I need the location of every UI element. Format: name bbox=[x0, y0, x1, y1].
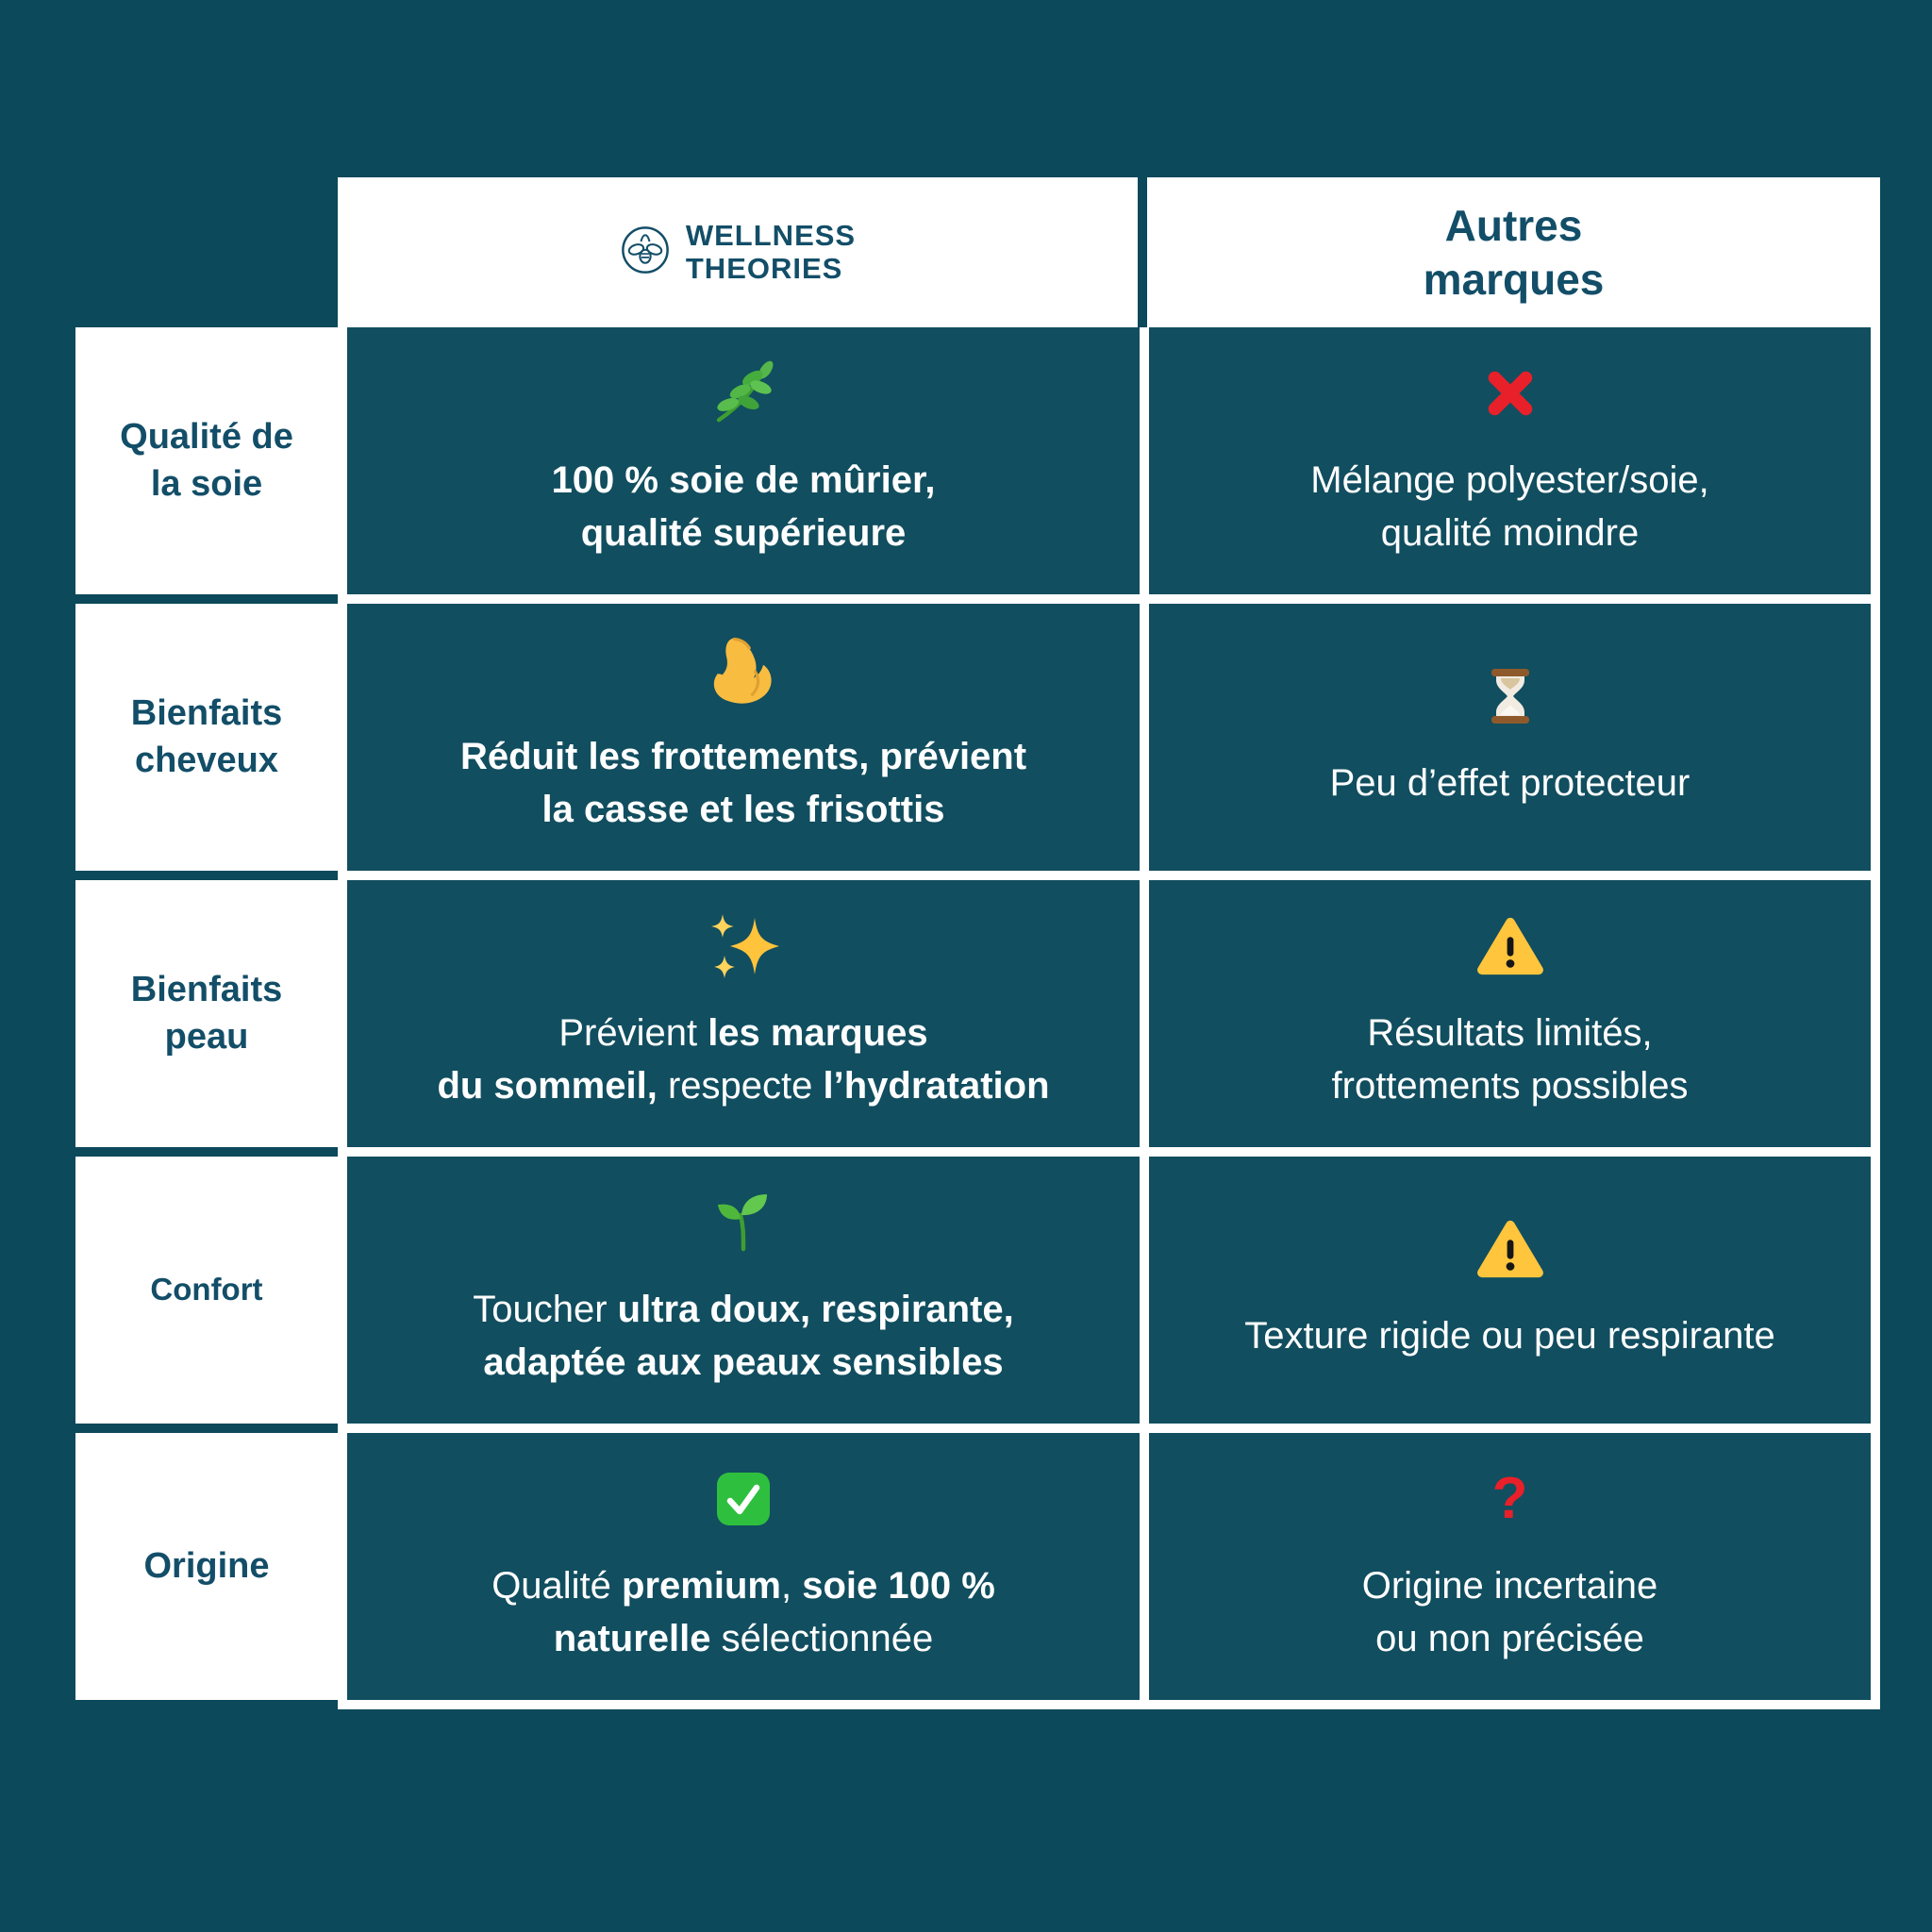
other-cell-skin-benefits: Résultats limités,frottements possibles bbox=[1149, 880, 1871, 1147]
cell-text: Mélange polyester/soie,qualité moindre bbox=[1310, 458, 1709, 554]
other-cell-comfort: Texture rigide ou peu respirante bbox=[1149, 1157, 1871, 1424]
brand-name-line1: WELLNESS bbox=[685, 218, 857, 252]
cell-text: Texture rigide ou peu respirante bbox=[1244, 1314, 1775, 1357]
brand-name-line2: THEORIES bbox=[685, 251, 843, 285]
other-cell-silk-quality: Mélange polyester/soie,qualité moindre bbox=[1149, 327, 1871, 594]
warning-icon bbox=[1475, 1209, 1545, 1289]
other-cell-hair-benefits: Peu d’effet protecteur bbox=[1149, 604, 1871, 871]
cell-text: 100 % soie de mûrier,qualité supérieure bbox=[551, 458, 936, 554]
seedling-icon bbox=[709, 1183, 777, 1262]
warning-icon bbox=[1475, 907, 1545, 986]
brand-cell-silk-quality: 100 % soie de mûrier,qualité supérieure bbox=[347, 327, 1140, 594]
brand-header-cell: WELLNESS THEORIES bbox=[338, 177, 1138, 327]
question-mark-icon: ? bbox=[1491, 1465, 1528, 1531]
bee-icon bbox=[620, 225, 671, 280]
wellness-theories-logo: WELLNESS THEORIES bbox=[620, 218, 857, 285]
herb-icon bbox=[707, 354, 780, 433]
flexed-biceps-icon bbox=[704, 630, 783, 709]
brand-cell-origin: Qualité premium, soie 100 %naturelle sél… bbox=[347, 1433, 1140, 1700]
sparkles-icon bbox=[704, 907, 783, 986]
row-label-origine: Origine bbox=[75, 1433, 338, 1700]
hourglass-icon bbox=[1480, 657, 1541, 736]
check-mark-button-icon bbox=[713, 1459, 774, 1539]
brand-cell-comfort: Toucher ultra doux, respirante,adaptée a… bbox=[347, 1157, 1140, 1424]
cell-text: Toucher ultra doux, respirante,adaptée a… bbox=[473, 1288, 1014, 1383]
cross-mark-icon bbox=[1481, 354, 1540, 433]
cell-text: Qualité premium, soie 100 %naturelle sél… bbox=[491, 1564, 995, 1659]
cell-text: Résultats limités,frottements possibles bbox=[1331, 1011, 1689, 1107]
row-label-confort: Confort bbox=[75, 1157, 338, 1424]
brand-name: WELLNESS THEORIES bbox=[685, 218, 857, 285]
comparison-content-grid: 100 % soie de mûrier,qualité supérieure … bbox=[338, 327, 1880, 1709]
cell-text: Peu d’effet protecteur bbox=[1329, 761, 1690, 804]
